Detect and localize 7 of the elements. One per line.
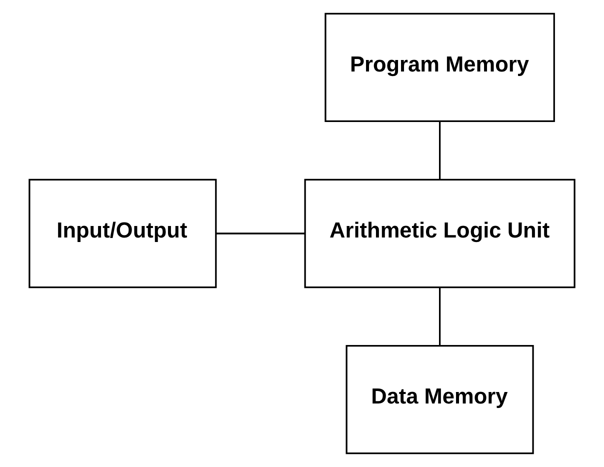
connector bbox=[439, 121, 441, 180]
node-box: Input/Output bbox=[28, 178, 217, 288]
node-box: Arithmetic Logic Unit bbox=[304, 178, 576, 288]
connector bbox=[216, 232, 305, 234]
connector bbox=[439, 287, 441, 346]
node-box: Data Memory bbox=[346, 344, 534, 454]
node-box: Program Memory bbox=[324, 12, 555, 122]
